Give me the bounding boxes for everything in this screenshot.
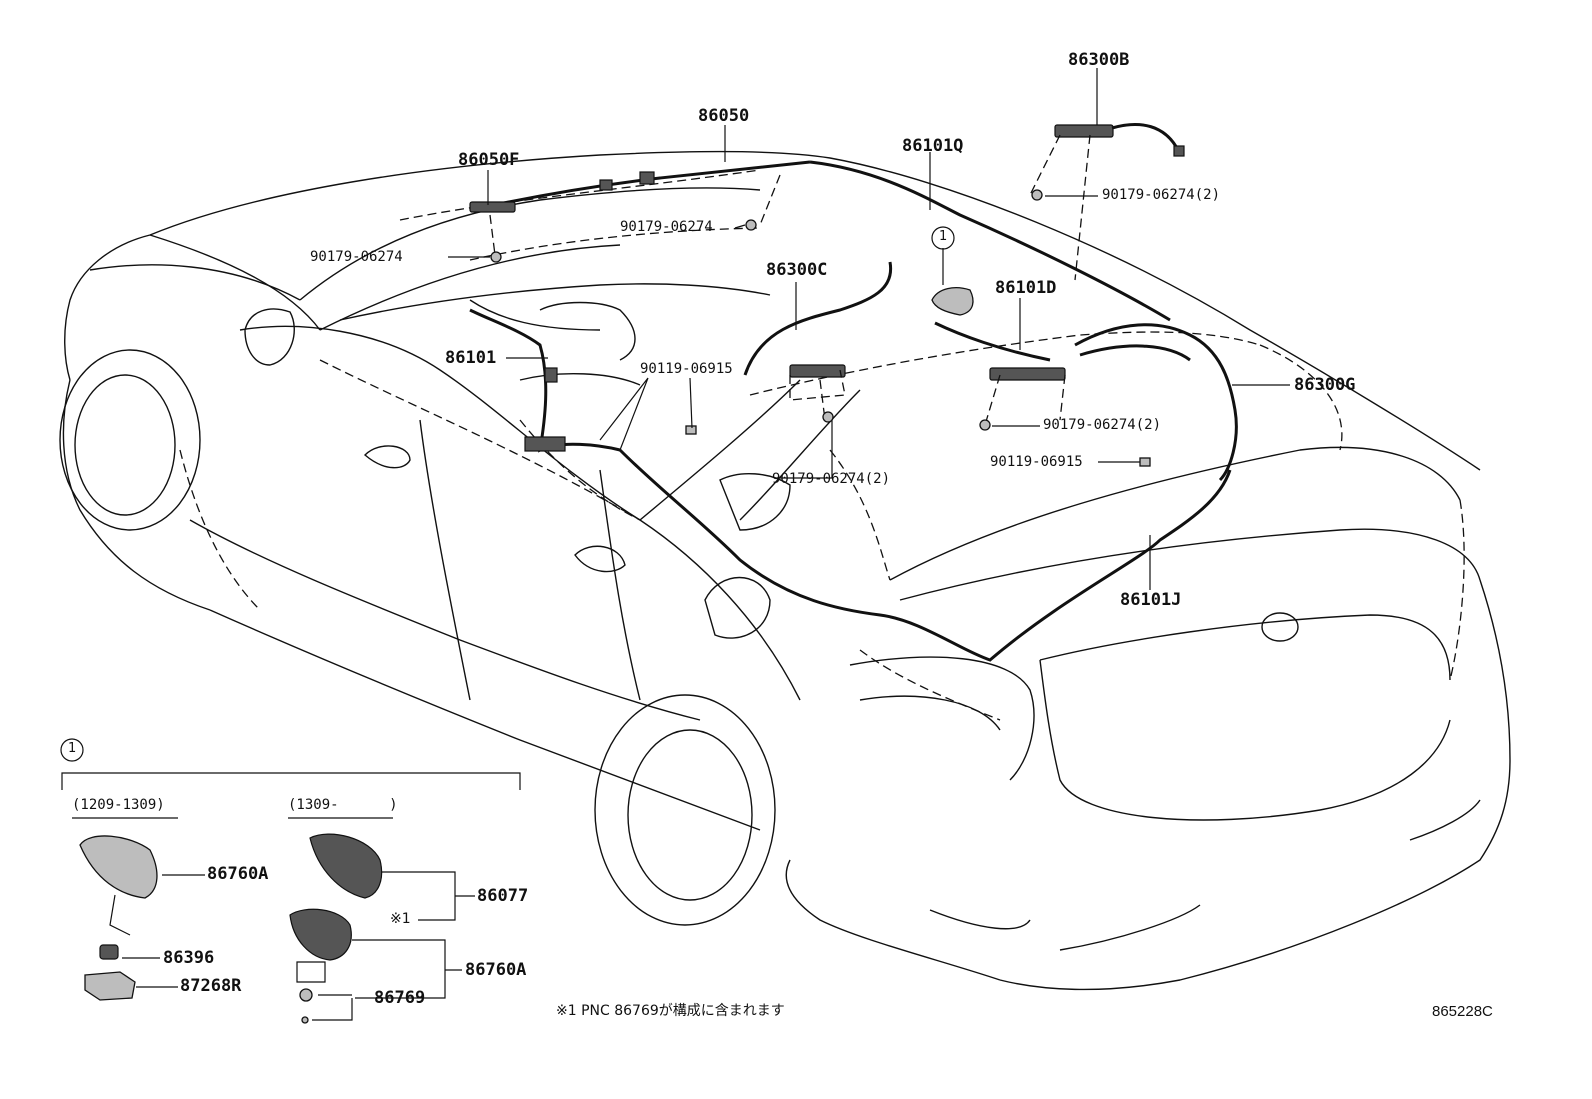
label-86101Q: 86101Q [902,136,964,156]
label-clip-center: 90179-06274 [620,219,713,235]
fasteners [490,189,1151,467]
ref-mark-car-text: 1 [939,229,948,244]
wire-harness-86050 [469,160,811,213]
label-86760A-left: 86760A [207,864,269,884]
wire-harness-86101Q [809,160,1171,322]
inset-antenna-new [289,833,475,1024]
footnote: ※1 PNC 86769が構成に含まれます [556,1003,785,1019]
ref-circle-inset [60,738,84,762]
label-87268R: 87268R [180,976,242,996]
wire-harness-86101D [934,321,1066,381]
label-86760A-right: 86760A [465,960,527,980]
label-86769: 86769 [374,988,426,1008]
assembly-dash-lines [489,134,1091,426]
inset-antenna-old [79,835,205,1001]
label-clip-mid-right: 90179-06274(2) [1043,417,1162,433]
ref-mark-inset-text: 1 [68,741,77,756]
mark-x1: ※1 [390,911,411,927]
label-86050: 86050 [698,106,750,126]
label-86101J: 86101J [1120,590,1182,610]
part-86300B [1054,123,1185,157]
label-clip-bottom-center: 90179-06274(2) [772,471,891,487]
label-86300G: 86300G [1294,375,1356,395]
label-clip-top-right: 90179-06274(2) [1102,187,1221,203]
inset-period-new: (1309- ) [288,797,398,813]
diagram-code: 865228C [1432,1003,1493,1020]
roof-antenna-ref [931,287,974,316]
inset-period-old: (1209-1309) [72,797,165,813]
label-86101D: 86101D [995,278,1057,298]
label-86300B: 86300B [1068,50,1130,70]
label-86101: 86101 [445,348,497,368]
label-bolt-center: 90119-06915 [640,361,733,377]
ref-circle-car [931,226,955,250]
label-bolt-right: 90119-06915 [990,454,1083,470]
leader-lines [448,68,1290,590]
wire-harness-86101 [469,308,621,453]
wire-harness-86300C [743,261,893,378]
label-86300C: 86300C [766,260,828,280]
label-86077: 86077 [477,886,529,906]
inset-bracket [61,772,521,819]
wire-harness-86101J [618,448,1232,662]
label-86050F: 86050F [458,150,520,170]
label-86396: 86396 [163,948,215,968]
wire-harness-86300G [1074,323,1238,482]
label-clip-left: 90179-06274 [310,249,403,265]
